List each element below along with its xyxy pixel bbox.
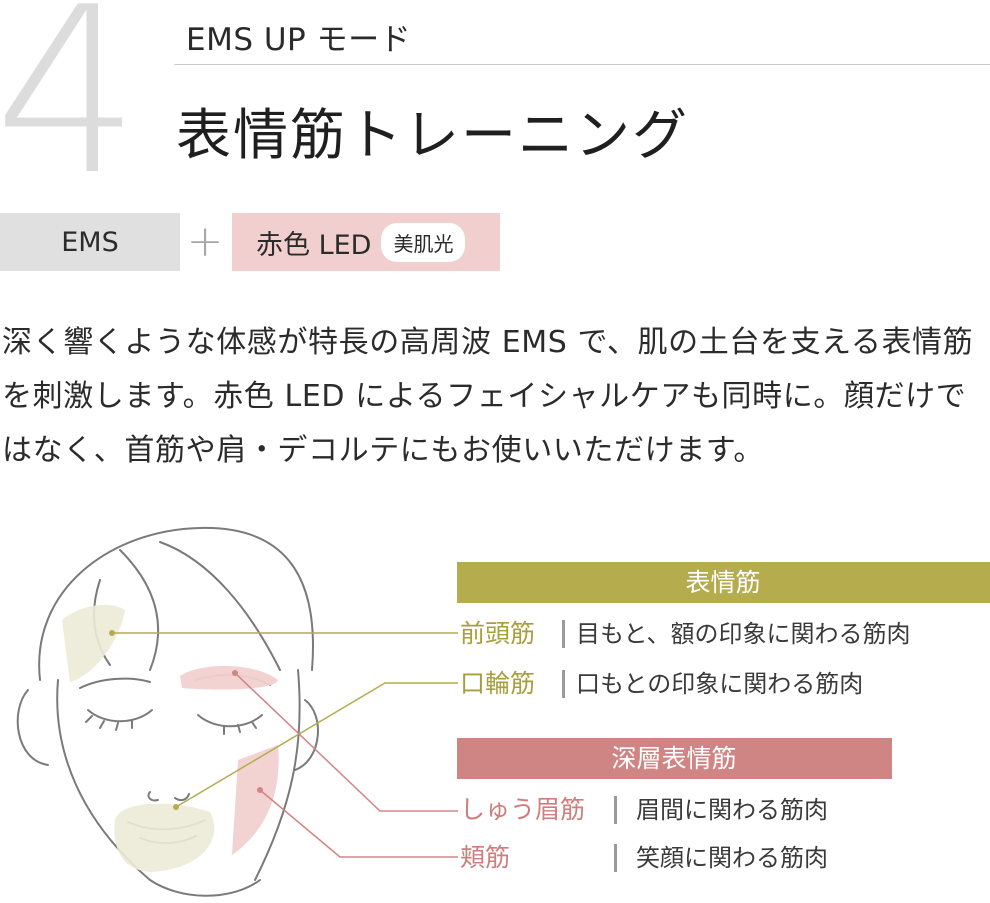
red-led-badge-label: 赤色 LED	[256, 229, 372, 261]
group2-title: 深層表情筋	[611, 744, 736, 773]
red-led-badge: 赤色 LED 美肌光	[232, 213, 500, 271]
orbicularis-oris-area	[114, 803, 215, 872]
muscle-diagram: 表情筋 前頭筋 目もと、額の印象に関わる筋肉 口輪筋 口もとの印象に関わる筋肉 …	[0, 520, 990, 903]
plus-sign: +	[186, 216, 224, 267]
group2-item1-name: しゅう眉筋	[460, 795, 585, 824]
corrugator-area	[180, 665, 278, 690]
page-title: 表情筋トレーニング	[176, 103, 690, 167]
frontalis-area	[62, 604, 125, 682]
group1-item1-desc: 目もと、額の印象に関わる筋肉	[576, 620, 911, 648]
group1-item2-name: 口輪筋	[460, 669, 535, 698]
mode-label: EMS UP モード	[186, 22, 412, 58]
buccinator-area	[232, 745, 279, 855]
group2-item1-desc: 眉間に関わる筋肉	[636, 796, 828, 824]
group1-item2-desc: 口もとの印象に関わる筋肉	[576, 670, 863, 698]
group1-title: 表情筋	[685, 568, 760, 597]
ems-badge: EMS	[0, 213, 180, 271]
group1-item1-name: 前頭筋	[460, 619, 535, 648]
step-number: 4	[0, 0, 141, 226]
beauty-light-pill: 美肌光	[381, 222, 466, 262]
header-divider	[174, 64, 990, 65]
group2-item2-desc: 笑顔に関わる筋肉	[636, 844, 828, 872]
description-text: 深く響くような体感が特長の高周波 EMS で、肌の土台を支える表情筋を刺激します…	[2, 325, 974, 468]
group2-item2-name: 頬筋	[460, 843, 510, 872]
ems-badge-label: EMS	[61, 226, 119, 258]
